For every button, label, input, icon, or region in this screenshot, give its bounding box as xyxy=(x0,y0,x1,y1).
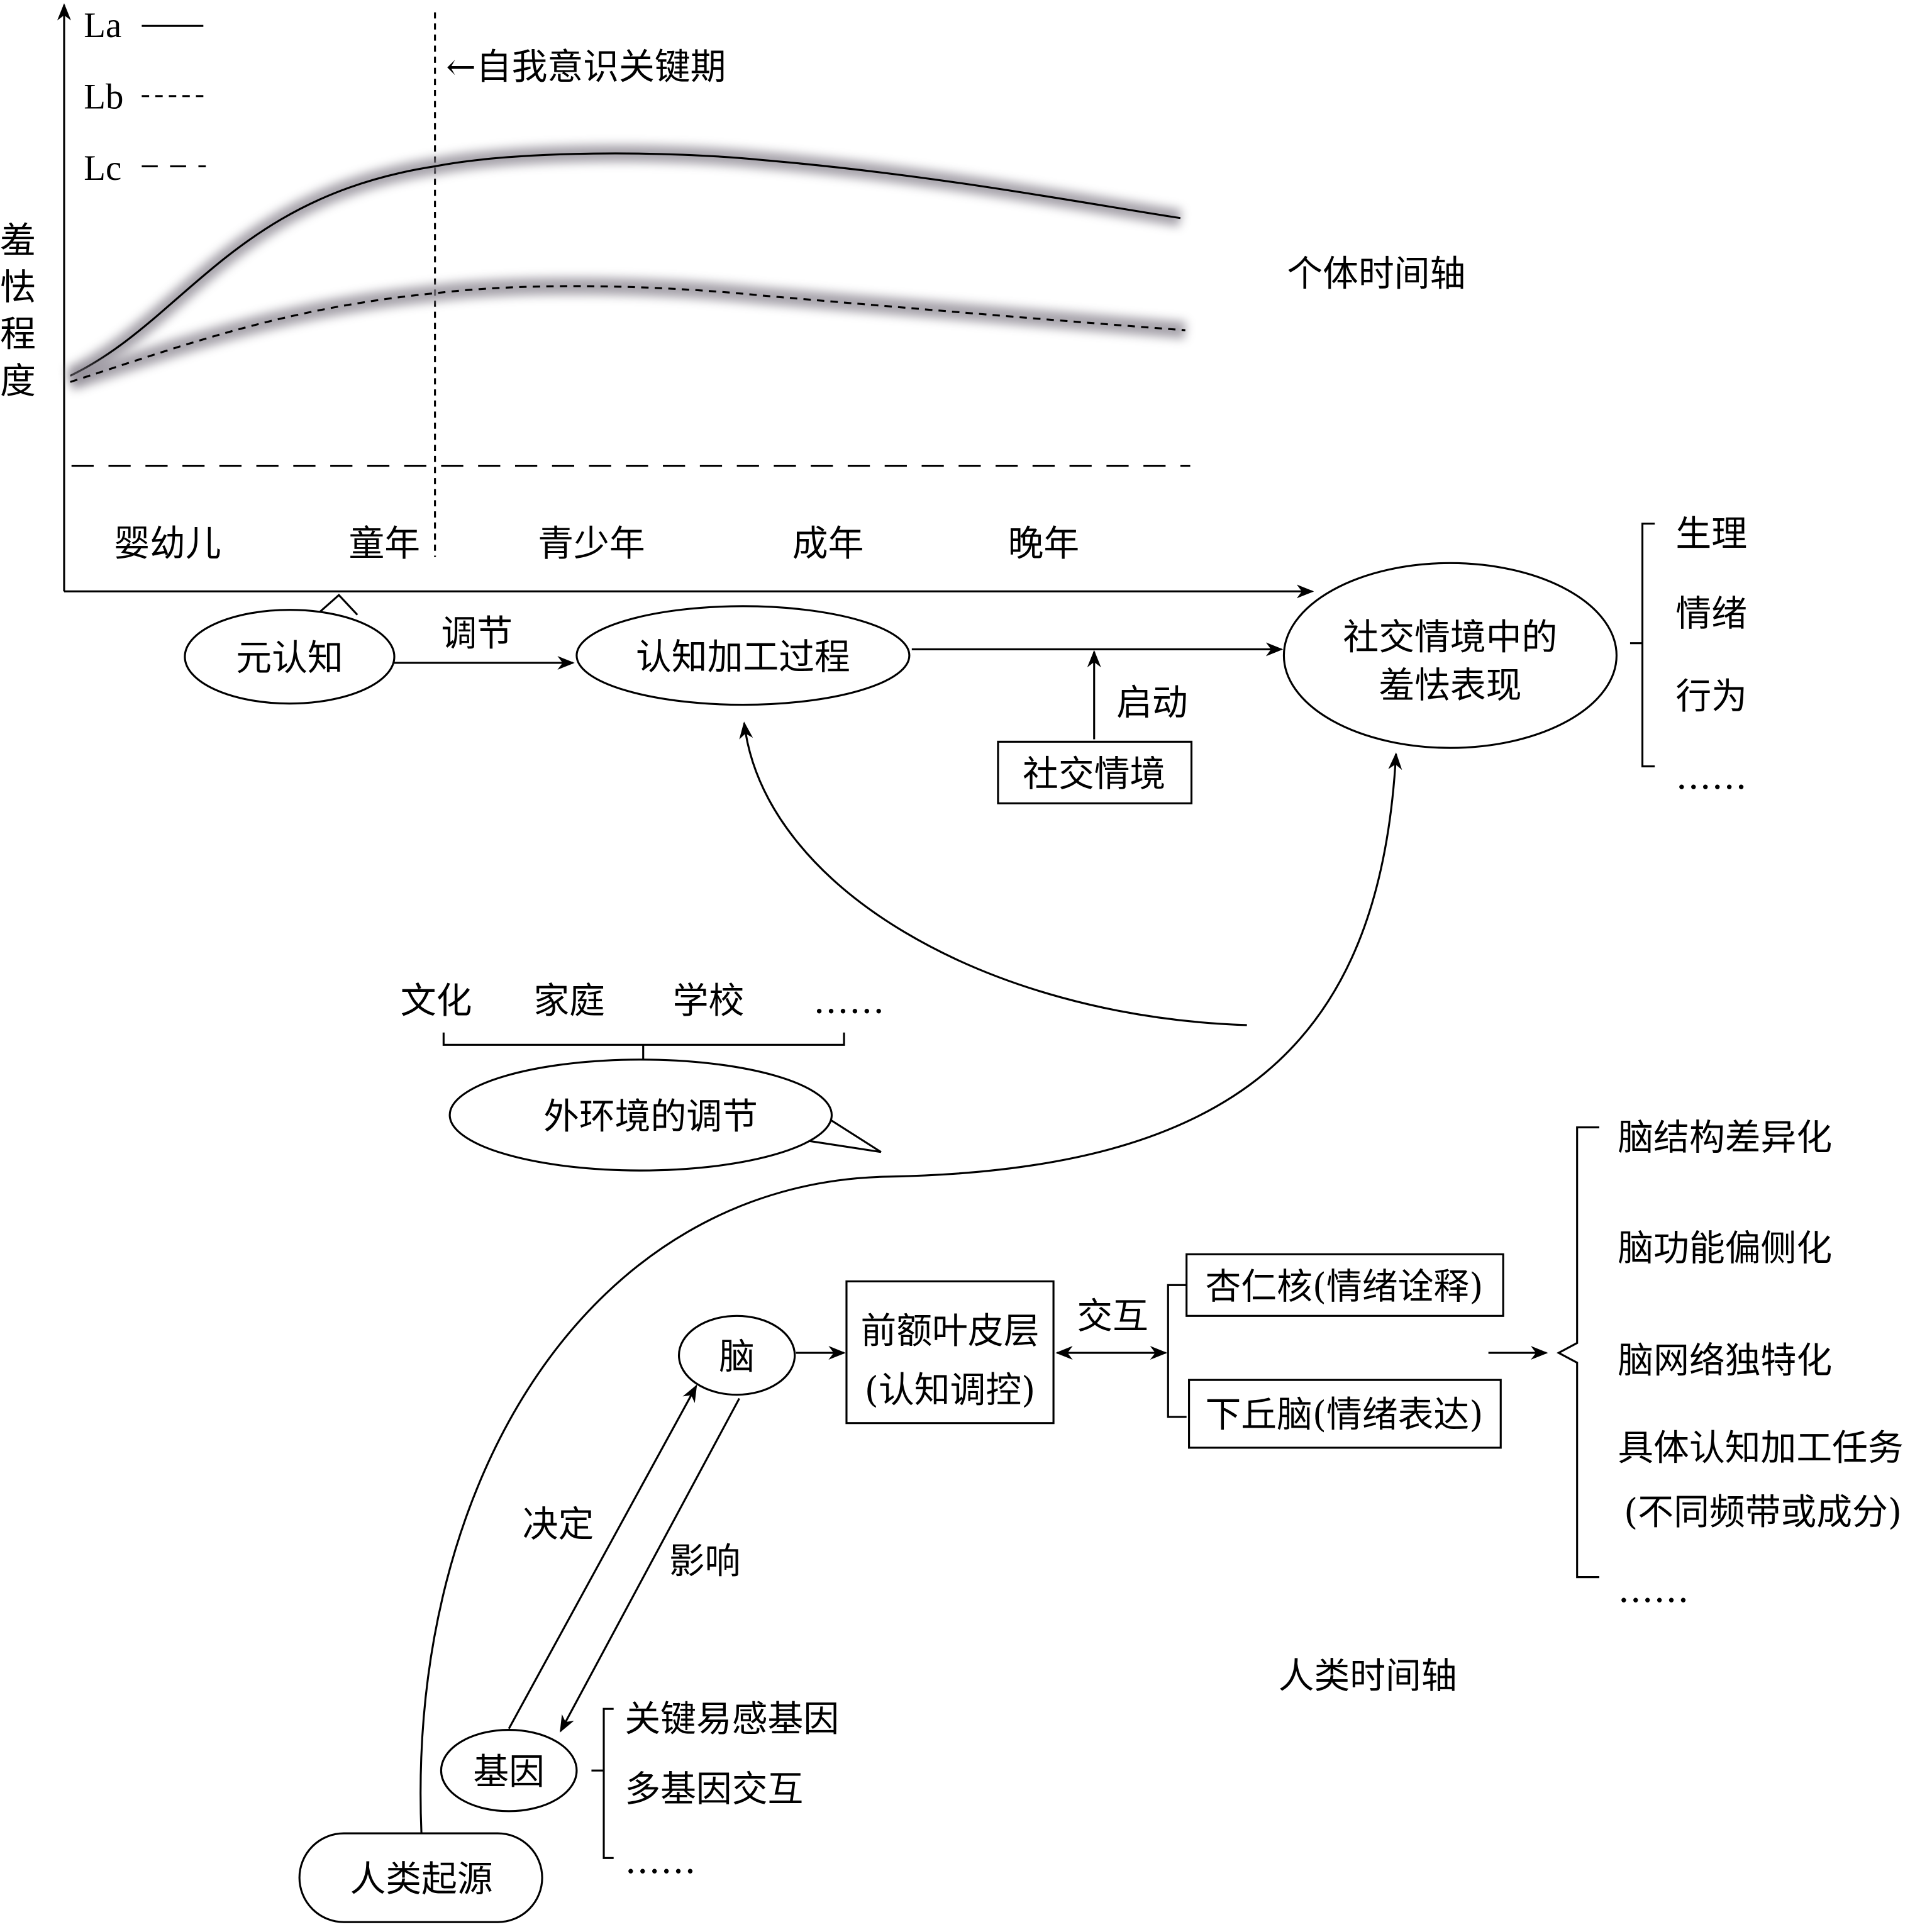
human-origin-node xyxy=(298,1832,543,1923)
cognitive-process-label: 认知加工过程 xyxy=(636,636,850,678)
y-axis-label-2: 怯 xyxy=(0,267,36,308)
social-context-box xyxy=(997,740,1193,804)
hypothalamus-box xyxy=(1188,1379,1502,1449)
brain-feature-band: (不同频带或成分) xyxy=(1624,1491,1902,1533)
hypothalamus-label: 下丘脑(情绪表达) xyxy=(1205,1394,1483,1436)
brain-feature-task: 具体认知加工任务 xyxy=(1618,1428,1903,1469)
social-context-label: 社交情境 xyxy=(1023,753,1165,795)
y-axis-label-4: 度 xyxy=(0,360,36,402)
prefrontal-line1: 前额叶皮层 xyxy=(861,1310,1040,1352)
gene-feature-more: …… xyxy=(625,1840,696,1882)
critical-period-label: ←自我意识关键期 xyxy=(446,46,726,87)
influence-arrow xyxy=(560,1397,740,1733)
amygdala-label: 杏仁核(情绪诠释) xyxy=(1205,1266,1483,1308)
expression-emotion: 情绪 xyxy=(1675,593,1747,635)
legend-lc: Lc xyxy=(84,148,121,188)
factor-more: …… xyxy=(813,980,885,1021)
shyness-expression-line1: 社交情境中的 xyxy=(1343,616,1558,658)
determine-arrow xyxy=(508,1384,697,1730)
determine-label: 决定 xyxy=(523,1504,594,1545)
age-late-life: 晚年 xyxy=(1008,523,1080,565)
gene-feature-polygenic: 多基因交互 xyxy=(625,1769,803,1810)
limbic-bracket xyxy=(1167,1284,1187,1418)
legend-la: La xyxy=(84,6,121,45)
environment-regulation-label: 外环境的调节 xyxy=(543,1096,758,1138)
environment-regulation-node xyxy=(448,1058,833,1172)
metacognition-callout-tail xyxy=(317,594,358,616)
individual-timeline-label: 个体时间轴 xyxy=(1287,253,1465,295)
origin-to-expression-arrow xyxy=(419,752,1402,1834)
brain-feature-structure: 脑结构差异化 xyxy=(1618,1117,1832,1158)
environment-bracket xyxy=(442,1032,845,1060)
expression-more: …… xyxy=(1675,756,1747,797)
shyness-expression-node xyxy=(1282,562,1618,749)
y-axis-label-1: 羞 xyxy=(0,220,36,262)
cognitive-process-node xyxy=(575,605,911,706)
prefrontal-box xyxy=(845,1280,1055,1424)
expression-bracket xyxy=(1629,523,1655,768)
brain-features-bracket xyxy=(1556,1126,1599,1579)
brain-label: 脑 xyxy=(719,1336,755,1378)
trigger-label: 启动 xyxy=(1116,682,1188,723)
curve-lb xyxy=(70,285,1185,383)
prefrontal-line2: (认知调控) xyxy=(865,1369,1036,1411)
age-infant: 婴幼儿 xyxy=(114,523,221,565)
shyness-expression-line2: 羞怯表现 xyxy=(1379,665,1521,706)
amygdala-box xyxy=(1185,1253,1504,1317)
gene-node xyxy=(440,1728,578,1813)
age-childhood: 童年 xyxy=(349,523,421,565)
expression-behavior: 行为 xyxy=(1675,675,1747,717)
y-axis-label-3: 程 xyxy=(0,314,36,355)
brain-feature-more: …… xyxy=(1618,1569,1689,1611)
factor-culture: 文化 xyxy=(401,980,472,1021)
human-origin-label: 人类起源 xyxy=(350,1858,492,1900)
factor-family: 家庭 xyxy=(533,980,605,1021)
age-adolescence: 青少年 xyxy=(538,523,645,565)
influence-label: 影响 xyxy=(669,1541,741,1582)
expression-physiology: 生理 xyxy=(1675,513,1747,555)
human-timeline-label: 人类时间轴 xyxy=(1279,1655,1457,1697)
brain-feature-lateralization: 脑功能偏侧化 xyxy=(1618,1228,1832,1269)
legend-lb: Lb xyxy=(84,77,123,116)
gene-feature-susceptibility: 关键易感基因 xyxy=(625,1699,839,1740)
metacognition-label: 元认知 xyxy=(236,638,343,679)
factor-school: 学校 xyxy=(673,980,745,1021)
regulate-label: 调节 xyxy=(441,613,513,655)
interaction-label: 交互 xyxy=(1077,1296,1148,1337)
age-adulthood: 成年 xyxy=(792,523,864,565)
gene-bracket xyxy=(591,1708,614,1859)
curve-la xyxy=(70,152,1181,377)
metacognition-node xyxy=(184,609,396,705)
environment-to-process-arrow xyxy=(739,721,1247,1026)
brain-feature-network: 脑网络独特化 xyxy=(1618,1340,1832,1381)
brain-node xyxy=(677,1314,796,1396)
gene-label: 基因 xyxy=(473,1752,545,1793)
